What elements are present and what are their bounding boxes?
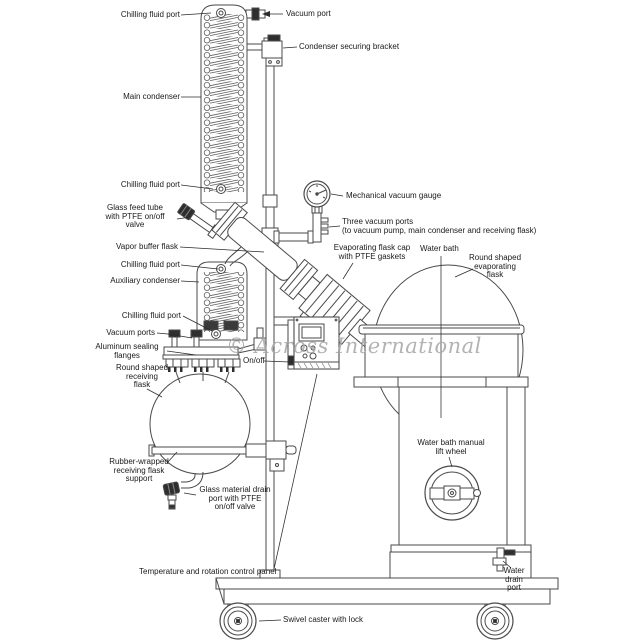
label-evaporating-flask-cap: Evaporating flask cap with PTFE gaskets xyxy=(333,243,411,261)
caster-right-drawing xyxy=(476,602,514,640)
joint-to-aux-condenser-tube xyxy=(224,246,248,267)
label-vapor-buffer-flask: Vapor buffer flask xyxy=(116,242,178,251)
label-water-drain-port: Water drain port xyxy=(503,566,525,592)
label-glass-feed-tube: Glass feed tube with PTFE on/off valve xyxy=(105,203,165,229)
label-round-shaped-evaporating-flask: Round shaped evaporating flask xyxy=(468,253,522,279)
drain-port-drawing xyxy=(162,471,204,510)
lift-wheel-drawing xyxy=(424,465,481,521)
label-chilling-fluid-port-top: Chilling fluid port xyxy=(120,10,180,19)
leader-lines xyxy=(146,11,512,622)
label-chilling-fluid-port-aux-bottom: Chilling fluid port xyxy=(121,311,181,320)
control-panel-drawing xyxy=(273,316,340,370)
vacuum-gauge-drawing xyxy=(273,180,331,244)
label-swivel-caster-with-lock: Swivel caster with lock xyxy=(283,615,364,624)
label-on-off: On/off xyxy=(243,356,265,365)
condenser-securing-bracket-drawing xyxy=(246,34,283,67)
label-rubber-wrapped-receiving-flask-support: Rubber-wrapped receiving flask support xyxy=(109,457,169,483)
label-aluminum-sealing-flanges: Aluminum sealing flanges xyxy=(95,342,159,360)
label-mechanical-vacuum-gauge: Mechanical vacuum gauge xyxy=(346,191,442,200)
label-chilling-fluid-port-aux-top: Chilling fluid port xyxy=(120,260,180,269)
label-auxiliary-condenser: Auxiliary condenser xyxy=(110,276,180,285)
auxiliary-condenser-drawing xyxy=(196,261,248,341)
label-round-shaped-receiving-flask: Round shaped receiving flask xyxy=(115,363,169,389)
glass-feed-tube-drawing xyxy=(177,203,221,239)
label-temperature-and-rotation-control-panel: Temperature and rotation control panel xyxy=(139,567,277,576)
caster-left-drawing xyxy=(219,602,257,640)
label-water-bath-manual-lift-wheel: Water bath manual lift wheel xyxy=(417,438,485,456)
label-water-bath: Water bath xyxy=(420,244,459,253)
vacuum-manifold-drawing xyxy=(162,327,267,384)
flask-support-drawing xyxy=(148,440,297,472)
label-vacuum-ports: Vacuum ports xyxy=(106,328,155,337)
label-chilling-fluid-port-mid: Chilling fluid port xyxy=(120,180,180,189)
main-condenser-drawing xyxy=(200,4,266,220)
watermark-text: © Across International xyxy=(226,334,482,358)
label-glass-material-drain-port: Glass material drain port with PTFE on/o… xyxy=(199,485,271,511)
label-three-vacuum-ports: Three vacuum ports (to vacuum pump, main… xyxy=(342,217,537,235)
label-condenser-securing-bracket: Condenser securing bracket xyxy=(299,42,400,51)
label-main-condenser: Main condenser xyxy=(123,92,180,101)
label-vacuum-port: Vacuum port xyxy=(286,9,331,18)
